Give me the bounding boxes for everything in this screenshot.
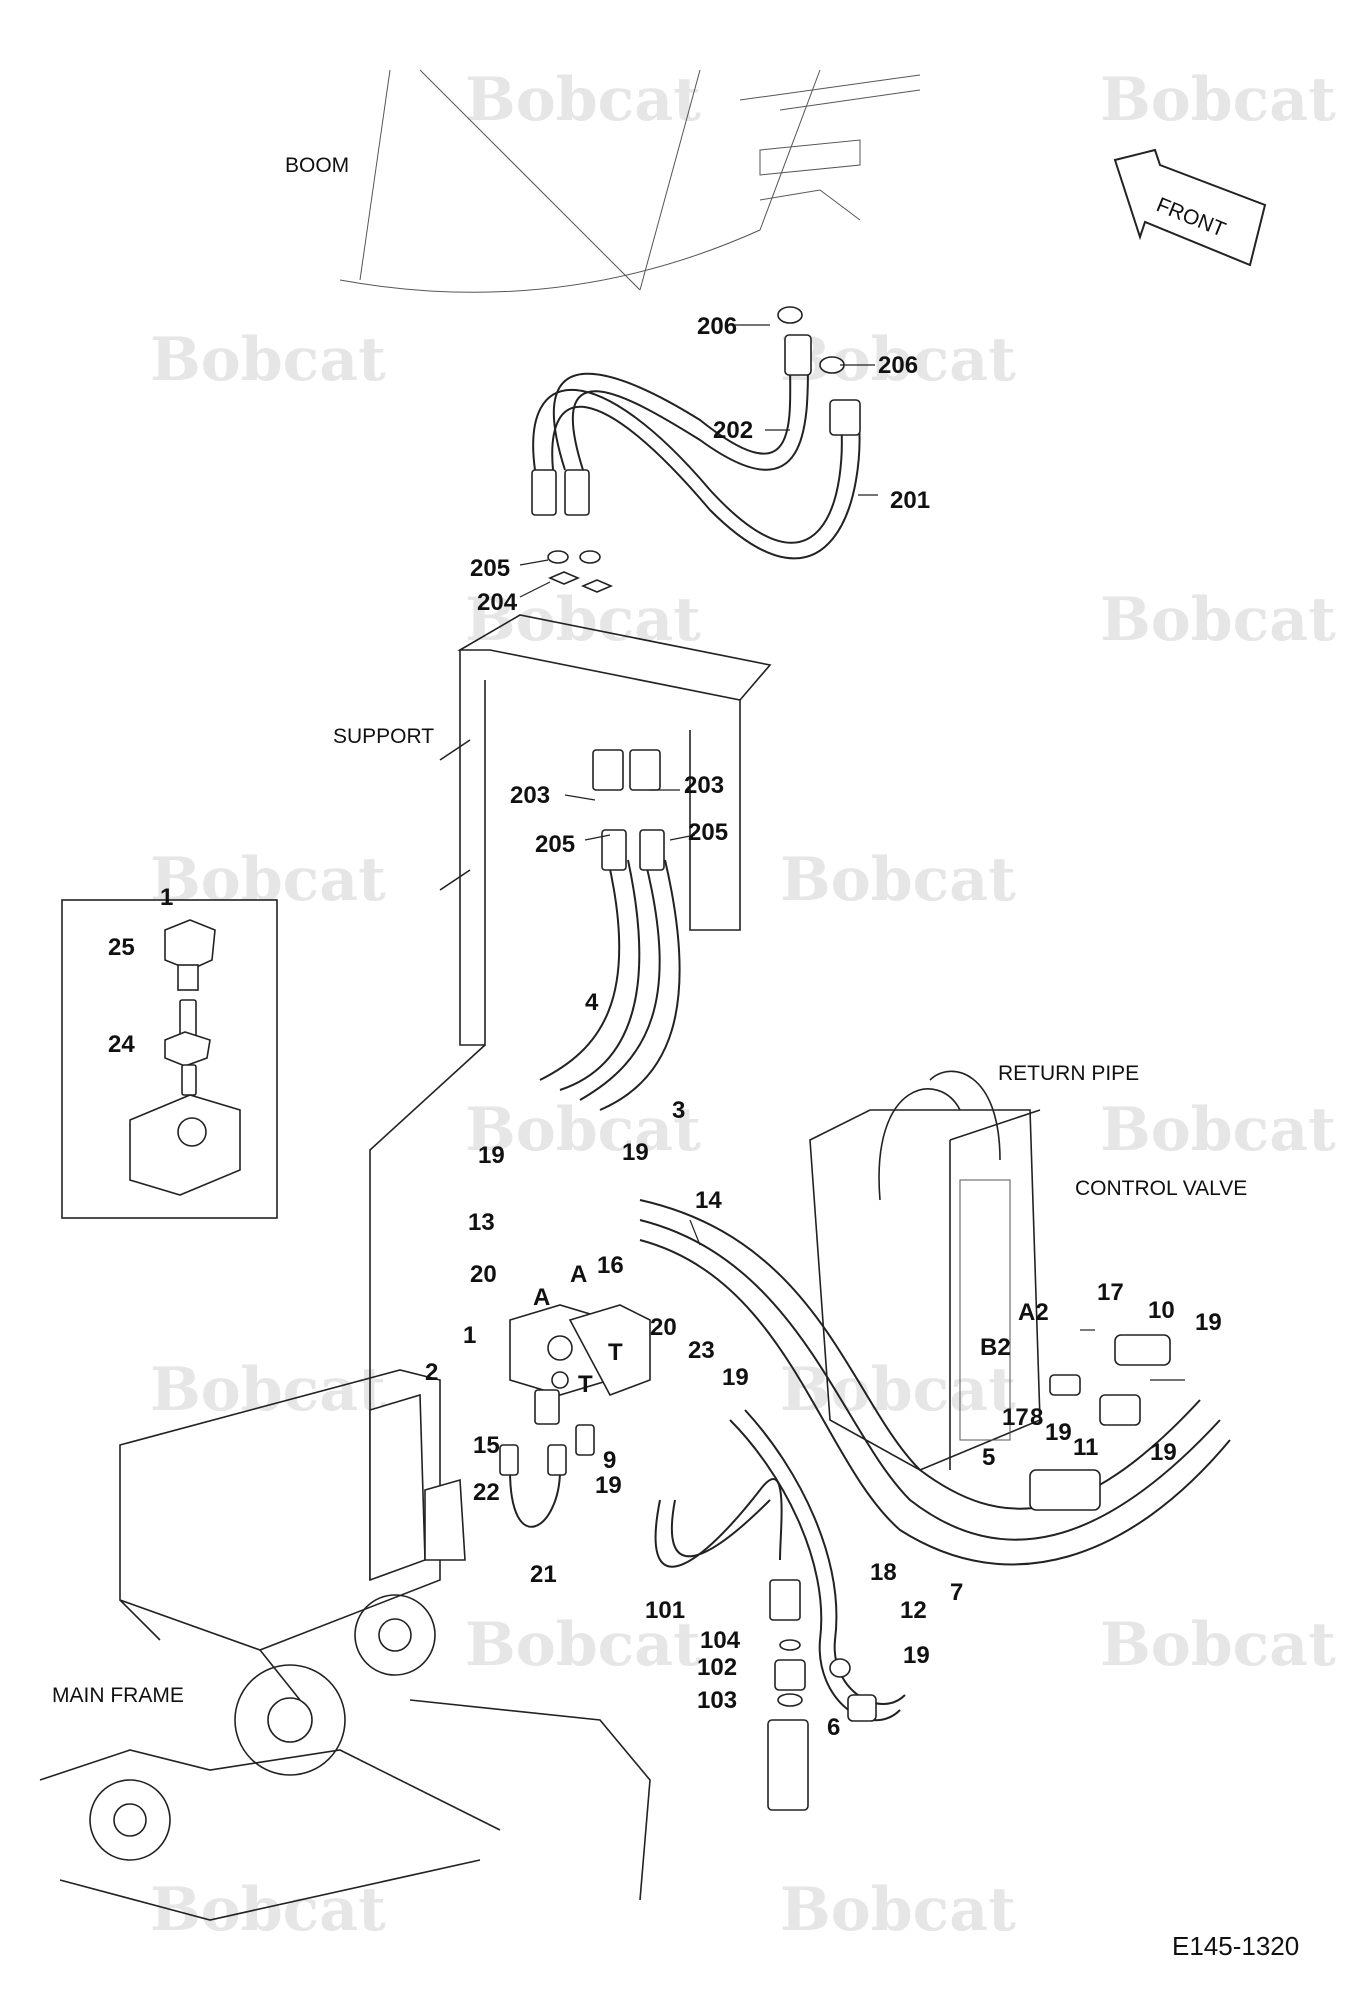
callout-15: 15 [473,1432,500,1459]
watermark-logo: Bobcat [780,1355,1016,1425]
callout-205: 205 [470,555,510,582]
callout-206: 206 [697,313,737,340]
port-label-a: A [533,1284,550,1311]
area-labels: BOOM SUPPORT RETURN PIPE CONTROL VALVE M… [52,154,1247,1707]
callout-19: 19 [1195,1309,1222,1336]
callout-102: 102 [697,1654,737,1681]
watermark-logo: Bobcat [1100,65,1336,135]
callout-8: 8 [1030,1404,1043,1431]
callout-20: 20 [470,1261,497,1288]
drawing-reference: E145-1320 [1172,1931,1299,1961]
callout-18: 18 [870,1559,897,1586]
callout-104: 104 [700,1627,741,1654]
watermark-logo: Bobcat [150,325,386,395]
lower-hoses [639,1199,1231,1811]
upper-hoses [531,306,861,593]
callout-202: 202 [713,417,753,444]
callout-17: 17 [1002,1404,1029,1431]
callout-24: 24 [108,1031,135,1058]
watermark-logo: Bobcat [150,1355,386,1425]
callout-16: 16 [597,1252,624,1279]
support-label: SUPPORT [333,725,434,748]
callout-2: 2 [425,1359,438,1386]
inset-box [61,899,278,1219]
callout-19: 19 [478,1142,505,1169]
watermark-logo: Bobcat [465,1610,701,1680]
callout-22: 22 [473,1479,500,1506]
watermark-logo: Bobcat [465,1095,701,1165]
boom-outline [339,69,921,293]
callout-7: 7 [950,1579,963,1606]
callout-19: 19 [595,1472,622,1499]
control-valve-label: CONTROL VALVE [1075,1177,1247,1200]
front-arrow-icon: FRONT [1113,148,1267,267]
return-pipe-label: RETURN PIPE [998,1062,1139,1085]
watermark-logo: Bobcat [780,1875,1016,1945]
callout-206: 206 [878,352,918,379]
callout-19: 19 [1150,1439,1177,1466]
callout-5: 5 [982,1444,995,1471]
callout-23: 23 [688,1337,715,1364]
harness-21 [499,1424,595,1528]
leader-lines [519,324,1185,1381]
callout-25: 25 [108,934,135,961]
callout-19: 19 [622,1139,649,1166]
boom-label: BOOM [285,154,349,177]
watermark-logo: Bobcat [465,65,701,135]
main-frame-label: MAIN FRAME [52,1684,184,1707]
watermark-logo: Bobcat [150,1875,386,1945]
callout-201: 201 [890,487,930,514]
port-label-t: T [578,1371,593,1398]
control-valve [809,1070,1041,1471]
callout-20: 20 [650,1314,677,1341]
callout-19: 19 [1045,1419,1072,1446]
watermark-logo: Bobcat [1100,1095,1336,1165]
callout-3: 3 [672,1097,685,1124]
port-label-t: T [608,1339,623,1366]
callout-19: 19 [722,1364,749,1391]
callout-205: 205 [688,819,728,846]
watermark-logo: Bobcat [780,325,1016,395]
port-labels: A A T T A2 B2 [533,1261,1049,1398]
mid-hoses [539,749,681,1111]
watermark-logo: Bobcat [1100,1610,1336,1680]
main-frame [39,1369,651,1921]
callout-205: 205 [535,831,575,858]
callout-17: 17 [1097,1279,1124,1306]
callout-1-inset: 1 [160,884,173,911]
port-label-a: A [570,1261,587,1288]
callout-14: 14 [695,1187,722,1214]
callout-12: 12 [900,1597,927,1624]
callout-4: 4 [585,989,599,1016]
part-callouts: 206 206 202 201 205 204 203 203 205 205 … [108,313,1222,1741]
watermark-logo: Bobcat [1100,585,1336,655]
callout-10: 10 [1148,1297,1175,1324]
callout-11: 11 [1073,1434,1098,1461]
callout-21: 21 [530,1561,557,1588]
callout-204: 204 [477,589,518,616]
callout-101: 101 [645,1597,685,1624]
callout-1: 1 [463,1322,476,1349]
callout-9: 9 [603,1447,616,1474]
valve-block [509,1304,651,1425]
port-label-a2: A2 [1018,1299,1049,1326]
callout-103: 103 [697,1687,737,1714]
watermarks: Bobcat Bobcat Bobcat Bobcat Bobcat Bobca… [150,65,1336,1945]
bracket-2 [369,1393,466,1582]
callout-13: 13 [468,1209,495,1236]
callout-6: 6 [827,1714,840,1741]
port-label-b2: B2 [980,1334,1011,1361]
callout-203: 203 [684,772,724,799]
callout-203: 203 [510,782,550,809]
callout-19: 19 [903,1642,930,1669]
watermark-logo: Bobcat [780,845,1016,915]
